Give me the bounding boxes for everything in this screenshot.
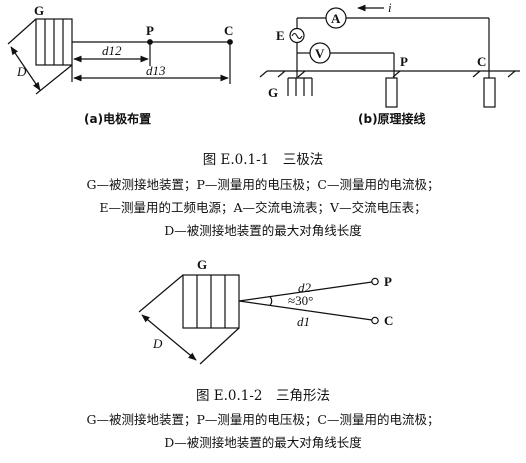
- fig1-legend-line-1: G—被测接地装置；P—测量用的电压极；C—测量用的电流极；: [86, 177, 440, 192]
- ammeter-a: [325, 7, 347, 29]
- label-d13: d13: [146, 63, 166, 78]
- label-d: D: [16, 64, 27, 79]
- label-p-b: P: [400, 54, 408, 69]
- fig2-legend-line-1: G—被测接地装置；P—测量用的电压极；C—测量用的电流极；: [86, 412, 440, 427]
- label-v: V: [315, 46, 325, 61]
- subcaption-a: (a)电极布置: [84, 112, 152, 126]
- label-c-b: C: [477, 54, 486, 69]
- label-d1-dist: d1: [297, 314, 310, 329]
- ac-source-icon: [291, 32, 303, 40]
- electrode-c-dot: [227, 39, 233, 45]
- diagonal-d-dimension: [10, 46, 41, 91]
- label-c2: C: [384, 313, 393, 328]
- electrode-p2: [371, 277, 379, 286]
- line-to-p: [238, 281, 373, 302]
- subcaption-b: (b)原理接线: [358, 112, 426, 126]
- label-a: A: [331, 11, 341, 26]
- label-d2: D: [152, 336, 163, 351]
- diagonal-d2-dimension: [141, 314, 197, 361]
- label-g: G: [34, 3, 44, 18]
- fig1-legend-line-2: E—测量用的工频电源；A—交流电流表；V—交流电压表；: [99, 200, 427, 215]
- fig1-legend-line-3: D—被测接地装置的最大对角线长度: [164, 223, 362, 238]
- electrode-c-rod: [483, 77, 496, 108]
- line-to-c: [238, 300, 373, 321]
- label-c: C: [224, 23, 233, 38]
- power-source-e: [289, 27, 305, 44]
- angle-label: ≈30°: [288, 293, 313, 308]
- electrode-p-rod: [385, 77, 398, 108]
- label-g-b: G: [268, 85, 278, 100]
- label-d2-dist: d2: [298, 280, 312, 295]
- fig1b-wiring: [259, 4, 520, 108]
- voltmeter-v: [309, 42, 331, 64]
- label-p: P: [146, 23, 154, 38]
- fig2-legend-line-2: D—被测接地装置的最大对角线长度: [164, 435, 362, 450]
- label-d12: d12: [102, 43, 122, 58]
- label-i: i: [388, 0, 392, 15]
- label-p2: P: [384, 274, 392, 289]
- electrode-c2: [371, 316, 379, 325]
- fig2-caption: 图 E.0.1-2 三角形法: [195, 388, 331, 404]
- label-g2: G: [197, 257, 207, 272]
- fig1a-electrode-layout: [7, 18, 233, 95]
- electrode-p-dot: [147, 39, 153, 45]
- fig1-caption: 图 E.0.1-1 三极法: [202, 152, 324, 168]
- label-e: E: [276, 28, 285, 43]
- fig2-triangle-layout: [138, 274, 379, 365]
- angle-arc: [269, 296, 273, 306]
